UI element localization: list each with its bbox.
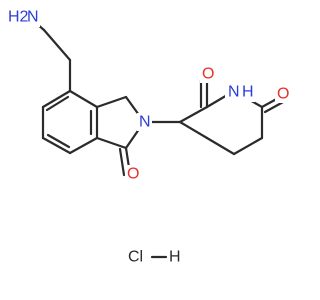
bond-c5-c4 bbox=[232, 136, 264, 156]
structure-canvas: H2 N N N H O O O Cl H bbox=[6, 7, 290, 266]
ketone-o3-label-bg bbox=[275, 85, 290, 103]
imide-n-label: N bbox=[228, 84, 240, 101]
bond-c1-o-double bbox=[118, 147, 126, 177]
lactam-n-label-bg bbox=[137, 113, 152, 131]
bond-c3-c3b bbox=[178, 120, 209, 140]
bond-c1-c7a bbox=[95, 136, 128, 150]
amine-h2-label: H2 bbox=[8, 9, 29, 26]
bond-c4-c5-double bbox=[45, 95, 70, 112]
bond-c3a-ch2 bbox=[95, 95, 128, 109]
bond-c4-c5 bbox=[41, 89, 72, 109]
bond-c3-c2 bbox=[178, 105, 209, 124]
amine-label-bg bbox=[6, 7, 40, 27]
ketone-o1-label-bg bbox=[125, 165, 140, 183]
ketone-o2-label: O bbox=[202, 66, 214, 83]
bond-c7-c7a bbox=[68, 136, 99, 155]
ketone-o1-label: O bbox=[127, 166, 139, 183]
molecule-drawing: H2 N N N H O O O Cl H bbox=[6, 7, 290, 266]
bond-c3a-c4 bbox=[68, 89, 99, 109]
imide-h-label: H bbox=[242, 84, 254, 101]
bond-c6-c7 bbox=[41, 136, 72, 155]
bond-c1-c2 bbox=[42, 28, 72, 62]
imide-nh-label-bg bbox=[225, 84, 255, 102]
ketone-o2-label-bg bbox=[200, 65, 215, 83]
bond-c4-c3 bbox=[205, 136, 236, 156]
hcl-cl-label: Cl bbox=[128, 249, 143, 266]
hcl-h-label: H bbox=[169, 249, 181, 266]
lactam-n-label: N bbox=[139, 114, 151, 131]
bond-c6-c7-double bbox=[46, 133, 71, 149]
amine-n-label: N bbox=[27, 9, 39, 26]
ketone-o3-label: O bbox=[277, 86, 289, 103]
